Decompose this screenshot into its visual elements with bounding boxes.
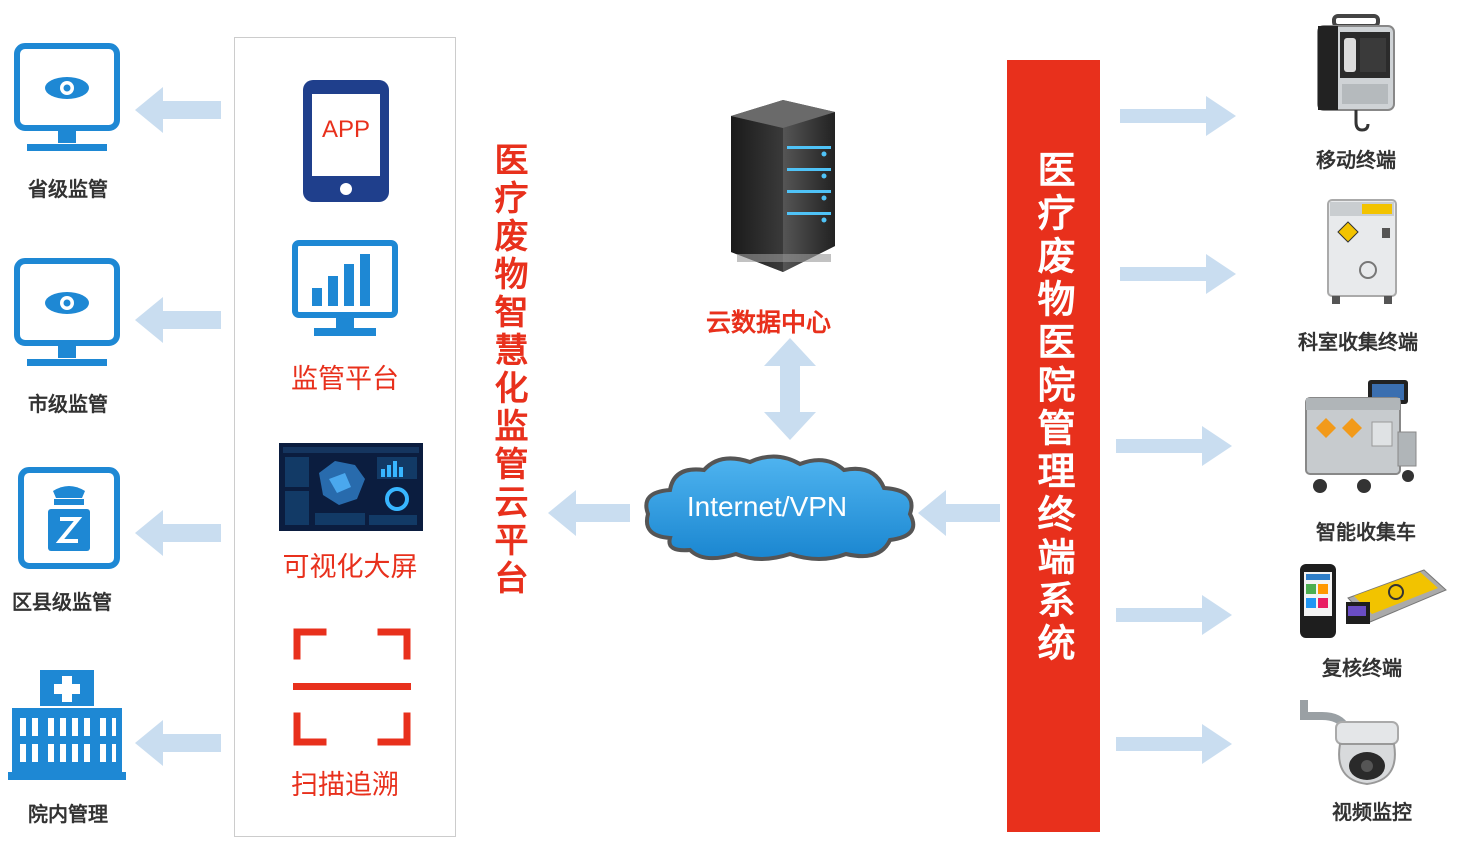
cloud-data-center-label: 云数据中心 — [706, 308, 832, 337]
arrow-to-district — [135, 510, 221, 556]
arrow-to-smart-cart — [1116, 426, 1232, 466]
internet-vpn-label: Internet/VPN — [686, 491, 848, 522]
mobile-terminal-label: 移动终端 — [1316, 148, 1396, 172]
mobile-terminal-image — [1312, 14, 1400, 134]
scan-trace-label: 扫描追溯 — [291, 770, 399, 801]
hospital-icon — [8, 668, 126, 782]
provincial-label: 省级监管 — [28, 177, 108, 201]
review-terminal-image — [1298, 562, 1448, 640]
platform-title: 医疗废物智慧化监管云平台 — [488, 142, 528, 598]
review-terminal-label: 复核终端 — [1322, 656, 1402, 680]
city-monitor-icon — [14, 258, 120, 374]
terminal-system-title: 医疗废物医院管理终端系统 — [1031, 150, 1075, 666]
arrow-to-hospital — [135, 720, 221, 766]
visual-screen-label: 可视化大屏 — [282, 552, 418, 583]
terminal-system-bar — [1007, 60, 1100, 832]
arrow-to-review-terminal — [1116, 595, 1232, 635]
dashboard-screen-icon — [279, 443, 423, 531]
dept-terminal-label: 科室收集终端 — [1298, 330, 1418, 354]
arrow-to-city — [135, 297, 221, 343]
vertical-double-arrow — [764, 338, 816, 440]
smart-cart-label: 智能收集车 — [1316, 520, 1416, 544]
dept-terminal-image — [1322, 196, 1402, 308]
app-text: APP — [321, 116, 371, 143]
arrow-to-dept-terminal — [1120, 254, 1236, 294]
provincial-monitor-icon — [14, 43, 120, 159]
arrow-to-provincial — [135, 87, 221, 133]
dome-camera-image — [1300, 694, 1410, 788]
district-label: 区县级监管 — [12, 590, 112, 614]
district-officer-icon — [18, 467, 120, 569]
smart-cart-image — [1302, 378, 1422, 498]
arrow-cloud-to-platform — [548, 490, 630, 536]
city-label: 市级监管 — [28, 392, 108, 416]
monitoring-platform-label: 监管平台 — [291, 364, 399, 395]
platform-panel — [234, 37, 456, 837]
server-icon — [727, 96, 839, 274]
app-phone-icon — [301, 78, 391, 204]
arrow-to-mobile-terminal — [1120, 96, 1236, 136]
internet-cloud — [640, 452, 922, 564]
arrow-system-to-cloud — [918, 490, 1000, 536]
monitoring-chart-icon — [292, 240, 398, 340]
hospital-label: 院内管理 — [28, 802, 108, 826]
scan-frame-icon — [293, 628, 411, 746]
video-monitor-label: 视频监控 — [1332, 800, 1412, 824]
arrow-to-video-monitor — [1116, 724, 1232, 764]
